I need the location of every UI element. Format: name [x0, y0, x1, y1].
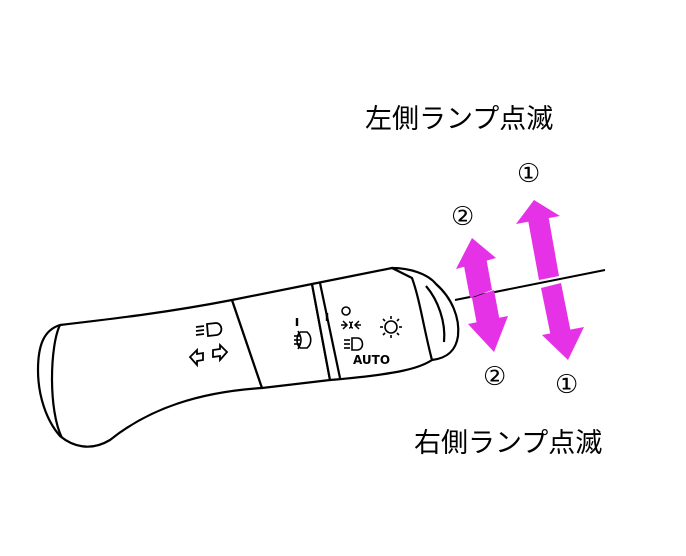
- lever-grip: [36, 298, 264, 448]
- lever-end-cap: [50, 324, 63, 439]
- ring-position-marks: [295, 313, 329, 326]
- position-2-down-label: ②: [483, 362, 506, 392]
- right-lamp-blink-label: 右側ランプ点滅: [414, 428, 602, 459]
- lever-stalk: [36, 266, 460, 448]
- turn-signal-arrows-icon: [188, 342, 229, 368]
- arrow-position-2-up: [456, 238, 496, 298]
- parking-lamp-icon: [341, 320, 361, 330]
- auto-label: AUTO: [353, 353, 390, 367]
- ring-divider: [318, 282, 342, 379]
- rear-fog-lamp-icon: [294, 330, 312, 350]
- lever-knob[interactable]: [390, 266, 460, 362]
- headlamp-icon: [344, 337, 364, 351]
- neutral-position-line: [454, 269, 606, 301]
- knob-highlight: [425, 285, 446, 343]
- left-lamp-blink-label: 左側ランプ点滅: [365, 104, 553, 135]
- arrow-position-1-up: [516, 200, 560, 280]
- position-1-down-label: ①: [555, 370, 578, 400]
- arrow-position-1-down: [541, 283, 584, 360]
- auto-light-sun-icon: [380, 316, 402, 338]
- position-2-up-label: ②: [451, 202, 474, 232]
- arrow-position-2-down: [468, 290, 508, 352]
- high-beam-icon: [195, 322, 223, 337]
- position-1-up-label: ①: [517, 159, 540, 189]
- off-position-icon: [341, 306, 351, 316]
